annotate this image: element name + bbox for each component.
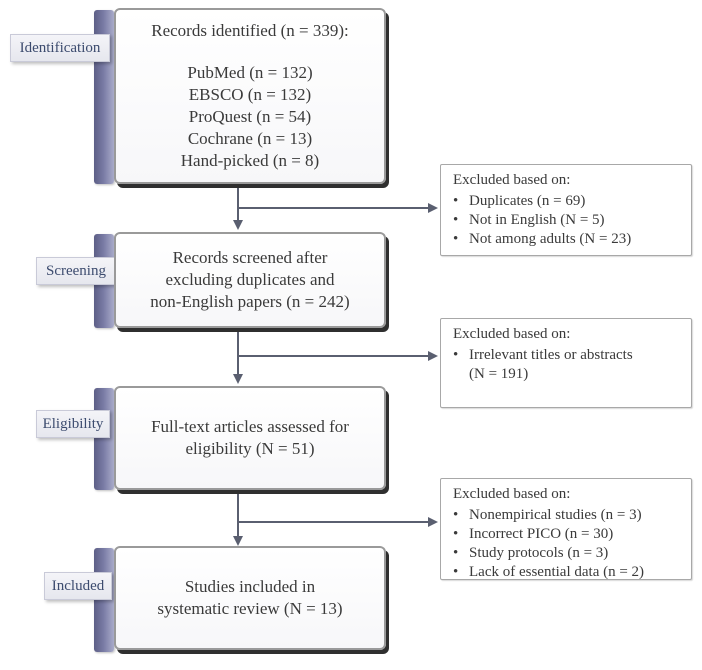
records-identified-title: Records identified (n = 339): (151, 21, 349, 40)
stage-bar-eligibility (94, 388, 114, 490)
exclusion-box-1: Excluded based on: Duplicates (n = 69) N… (440, 164, 692, 256)
exclusion-item-continuation-text: (N = 191) (469, 366, 529, 382)
exclusion-item: Duplicates (n = 69) (453, 192, 683, 211)
stage-label-text: Eligibility (42, 415, 104, 432)
stage-label-eligibility: Eligibility (36, 410, 110, 438)
stage-bar-included (94, 548, 114, 652)
exclusion-heading: Excluded based on: (453, 326, 571, 342)
box-records-screened: Records screened after excluding duplica… (114, 232, 386, 328)
exclusion-item: Not among adults (N = 23) (453, 230, 683, 249)
screened-line: Records screened after (172, 248, 328, 267)
exclusion-item-continuation: (N = 191) (453, 365, 683, 384)
stage-label-screening: Screening (36, 257, 116, 285)
stage-label-text: Identification (19, 39, 101, 56)
box-studies-included: Studies included in systematic review (N… (114, 546, 386, 650)
included-line: Studies included in (184, 577, 316, 596)
source-ebsco: EBSCO (n = 132) (188, 85, 312, 104)
stage-label-text: Included (51, 577, 105, 594)
exclusion-heading: Excluded based on: (453, 172, 571, 188)
stage-label-text: Screening (46, 262, 106, 279)
screened-line: excluding duplicates and (165, 270, 335, 289)
exclusion-item: Irrelevant titles or abstracts (453, 346, 683, 365)
stage-label-included: Included (44, 572, 112, 600)
exclusion-item: Study protocols (n = 3) (453, 544, 683, 563)
box-records-identified: Records identified (n = 339): PubMed (n … (114, 8, 386, 184)
exclusion-item: Incorrect PICO (n = 30) (453, 525, 683, 544)
source-cochrane: Cochrane (n = 13) (187, 129, 313, 148)
exclusion-item: Not in English (N = 5) (453, 211, 683, 230)
included-line: systematic review (N = 13) (157, 599, 343, 618)
source-hand-picked: Hand-picked (n = 8) (180, 151, 320, 170)
box-full-text-assessed: Full-text articles assessed for eligibil… (114, 386, 386, 490)
screened-line: non-English papers (n = 242) (150, 292, 350, 311)
source-proquest: ProQuest (n = 54) (188, 107, 312, 126)
exclusion-heading: Excluded based on: (453, 486, 571, 502)
exclusion-item: Lack of essential data (n = 2) (453, 563, 683, 582)
stage-label-identification: Identification (10, 34, 110, 62)
eligibility-line: eligibility (N = 51) (185, 439, 315, 458)
exclusion-item: Nonempirical studies (n = 3) (453, 506, 683, 525)
exclusion-box-3: Excluded based on: Nonempirical studies … (440, 478, 692, 582)
source-pubmed: PubMed (n = 132) (187, 63, 313, 82)
exclusion-box-2: Excluded based on: Irrelevant titles or … (440, 318, 692, 408)
eligibility-line: Full-text articles assessed for (151, 417, 349, 436)
